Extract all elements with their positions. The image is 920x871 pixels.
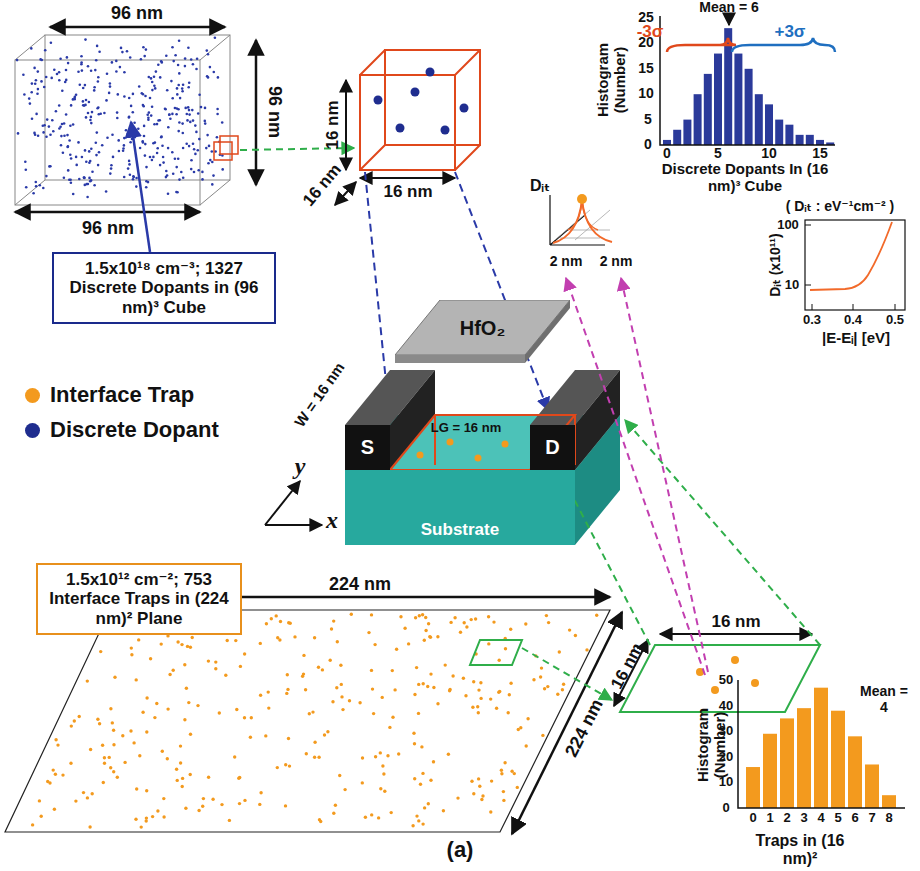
node-text: 1.5x10¹² cm⁻²; 753 Interface Traps in (2…: [44, 570, 234, 627]
node-text: 1.5x10¹⁸ cm⁻³; 1327 Discrete Dopants in …: [60, 259, 268, 316]
dimension-label: 96 nm: [82, 218, 134, 238]
dimension-label: x: [326, 507, 338, 534]
dimension-label: 1: [766, 811, 773, 826]
dimension-label: 96 nm: [265, 86, 285, 138]
dimension-label: Traps in (16 nm)²: [750, 832, 850, 868]
dimension-label: Dᵢₜ (x10¹¹): [768, 233, 784, 296]
dimension-label: 2 nm: [550, 254, 583, 270]
dimension-label: 0: [644, 137, 652, 153]
dimension-label: 5: [834, 811, 841, 826]
dimension-label: 3: [800, 811, 807, 826]
node-text: D: [545, 436, 559, 458]
dimension-label: 10: [638, 86, 654, 102]
dimension-label: y: [295, 453, 306, 480]
legend-item: Discrete Dopant: [25, 418, 219, 443]
dimension-label: 40: [719, 699, 733, 714]
dimension-label: 224 nm: [326, 574, 394, 594]
drain-block: D: [530, 425, 575, 470]
dimension-label: 16 nm: [383, 182, 432, 201]
dimension-label: 4: [817, 811, 824, 826]
dimension-label: 5: [644, 112, 652, 128]
node-text: S: [361, 436, 374, 458]
dimension-label: Dᵢₜ: [530, 177, 550, 195]
dimension-label: 50: [719, 673, 733, 688]
dimension-label: 15: [638, 61, 654, 77]
dimension-label: 0.5: [886, 313, 904, 328]
dimension-label: 16 nm: [711, 612, 760, 631]
dimension-label: 20: [719, 750, 733, 765]
dimension-label: |E-Eᵢ| [eV]: [822, 330, 890, 347]
dimension-label: +3σ: [774, 22, 805, 41]
dimension-label: 224 nm: [561, 696, 607, 760]
dimension-label: Histogram (Number): [595, 33, 629, 128]
dopant-note-box: 1.5x10¹⁸ cm⁻³; 1327 Discrete Dopants in …: [52, 252, 276, 324]
substrate-block: Substrate: [345, 470, 575, 545]
dimension-label: Mean = 4: [858, 684, 910, 715]
dimension-label: 0: [749, 811, 756, 826]
legend-item: Interface Trap: [25, 383, 194, 408]
dimension-label: LG = 16 nm: [431, 421, 501, 436]
dimension-label: 7: [868, 811, 875, 826]
dimension-label: 0.4: [844, 313, 862, 328]
dimension-label: 15: [812, 146, 828, 162]
legend-swatch: [25, 388, 40, 403]
node-text: Substrate: [421, 520, 499, 539]
dimension-label: ( Dᵢₜ : eV⁻¹cm⁻² ): [786, 199, 895, 215]
dimension-label: 0: [722, 801, 729, 816]
legend-text: Discrete Dopant: [50, 418, 219, 443]
dimension-label: 20: [638, 35, 654, 51]
dimension-label: 6: [851, 811, 858, 826]
source-block: S: [345, 425, 390, 470]
trap-note-box: 1.5x10¹² cm⁻²; 753 Interface Traps in (2…: [36, 563, 242, 635]
dimension-label: 10: [785, 278, 799, 293]
dimension-label: 25: [638, 10, 654, 26]
dimension-label: Discrete Dopants In (16 nm)³ Cube: [650, 161, 840, 195]
dimension-label: 2 nm: [600, 254, 633, 270]
node-text: HfO₂: [460, 317, 506, 339]
dimension-label: 5: [714, 146, 722, 162]
dimension-label: 100: [777, 218, 799, 233]
legend-swatch: [25, 423, 40, 438]
dimension-label: W = 16 nm: [292, 360, 349, 431]
dimension-label: 10: [719, 775, 733, 790]
dimension-label: 30: [719, 724, 733, 739]
dimension-label: 2: [783, 811, 790, 826]
dimension-label: 0.3: [803, 313, 821, 328]
dimension-label: Mean = 6: [699, 0, 759, 16]
dimension-label: 16 nm: [323, 100, 342, 149]
dimension-label: 8: [885, 811, 892, 826]
legend-text: Interface Trap: [50, 383, 194, 408]
figure-caption: (a): [447, 838, 474, 863]
dimension-label: 0: [663, 146, 671, 162]
dimension-label: 10: [761, 146, 777, 162]
gate-oxide-plate: HfO₂: [395, 300, 570, 365]
dimension-label: 96 nm: [111, 3, 163, 23]
